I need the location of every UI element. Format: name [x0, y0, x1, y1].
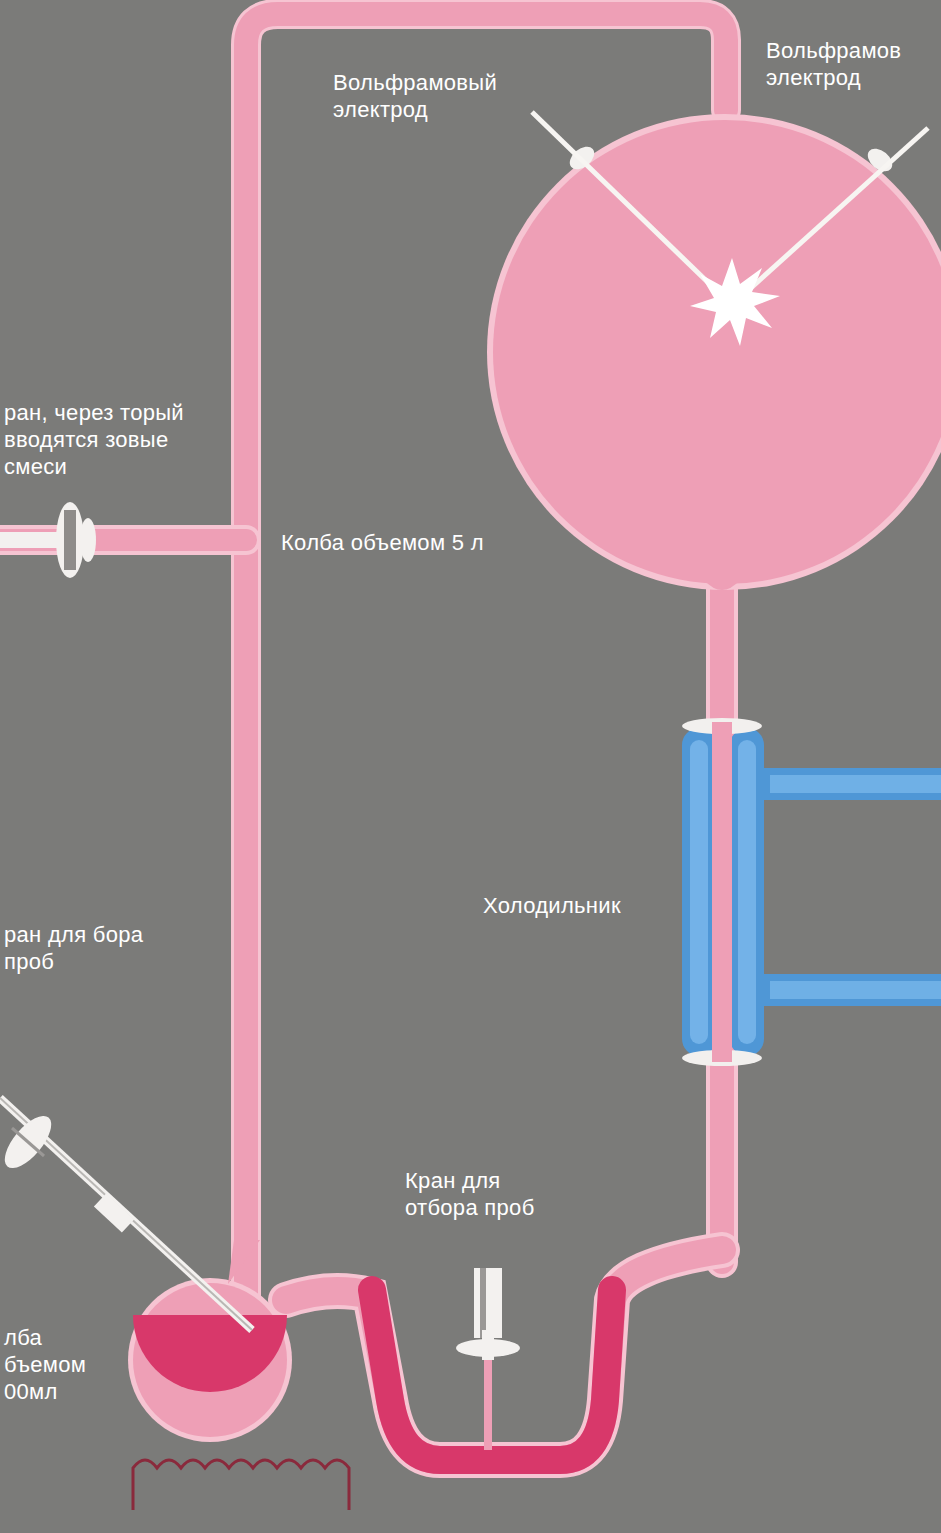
flask-label: Колба объемом 5 л [281, 530, 541, 557]
flask-5l [493, 120, 941, 584]
inlet-tap-label: ран, через торый вводятся зовые смеси [4, 400, 230, 480]
flask-small [133, 1283, 287, 1437]
u-tube [286, 1250, 722, 1460]
tap-label: Кран для отбора проб [405, 1168, 565, 1222]
tap-label: ран для бора проб [4, 922, 164, 976]
flask-5l [487, 114, 941, 590]
liquid [133, 1315, 287, 1392]
sampling-tap [456, 1268, 520, 1450]
condenser [682, 718, 941, 1066]
u-tube [286, 1250, 722, 1460]
tungsten-electrode [532, 112, 722, 296]
gas-inlet-tube [0, 525, 246, 555]
electrode-label: Вольфрамовый электрод [333, 70, 583, 124]
electrode-label: Вольфрамов электрод [766, 38, 938, 92]
spark [690, 258, 780, 346]
condenser-label: Холодильник [483, 893, 663, 920]
flask-label: лба бъемом 00мл [4, 1325, 96, 1405]
sampling-tap [0, 1098, 252, 1330]
tungsten-electrode [742, 128, 928, 296]
gas-inlet-tube [0, 529, 246, 551]
flask-small [128, 1278, 292, 1442]
flask-neck [710, 580, 734, 1262]
gas-inlet-tap [0, 502, 96, 578]
heater-coil [133, 1460, 349, 1510]
